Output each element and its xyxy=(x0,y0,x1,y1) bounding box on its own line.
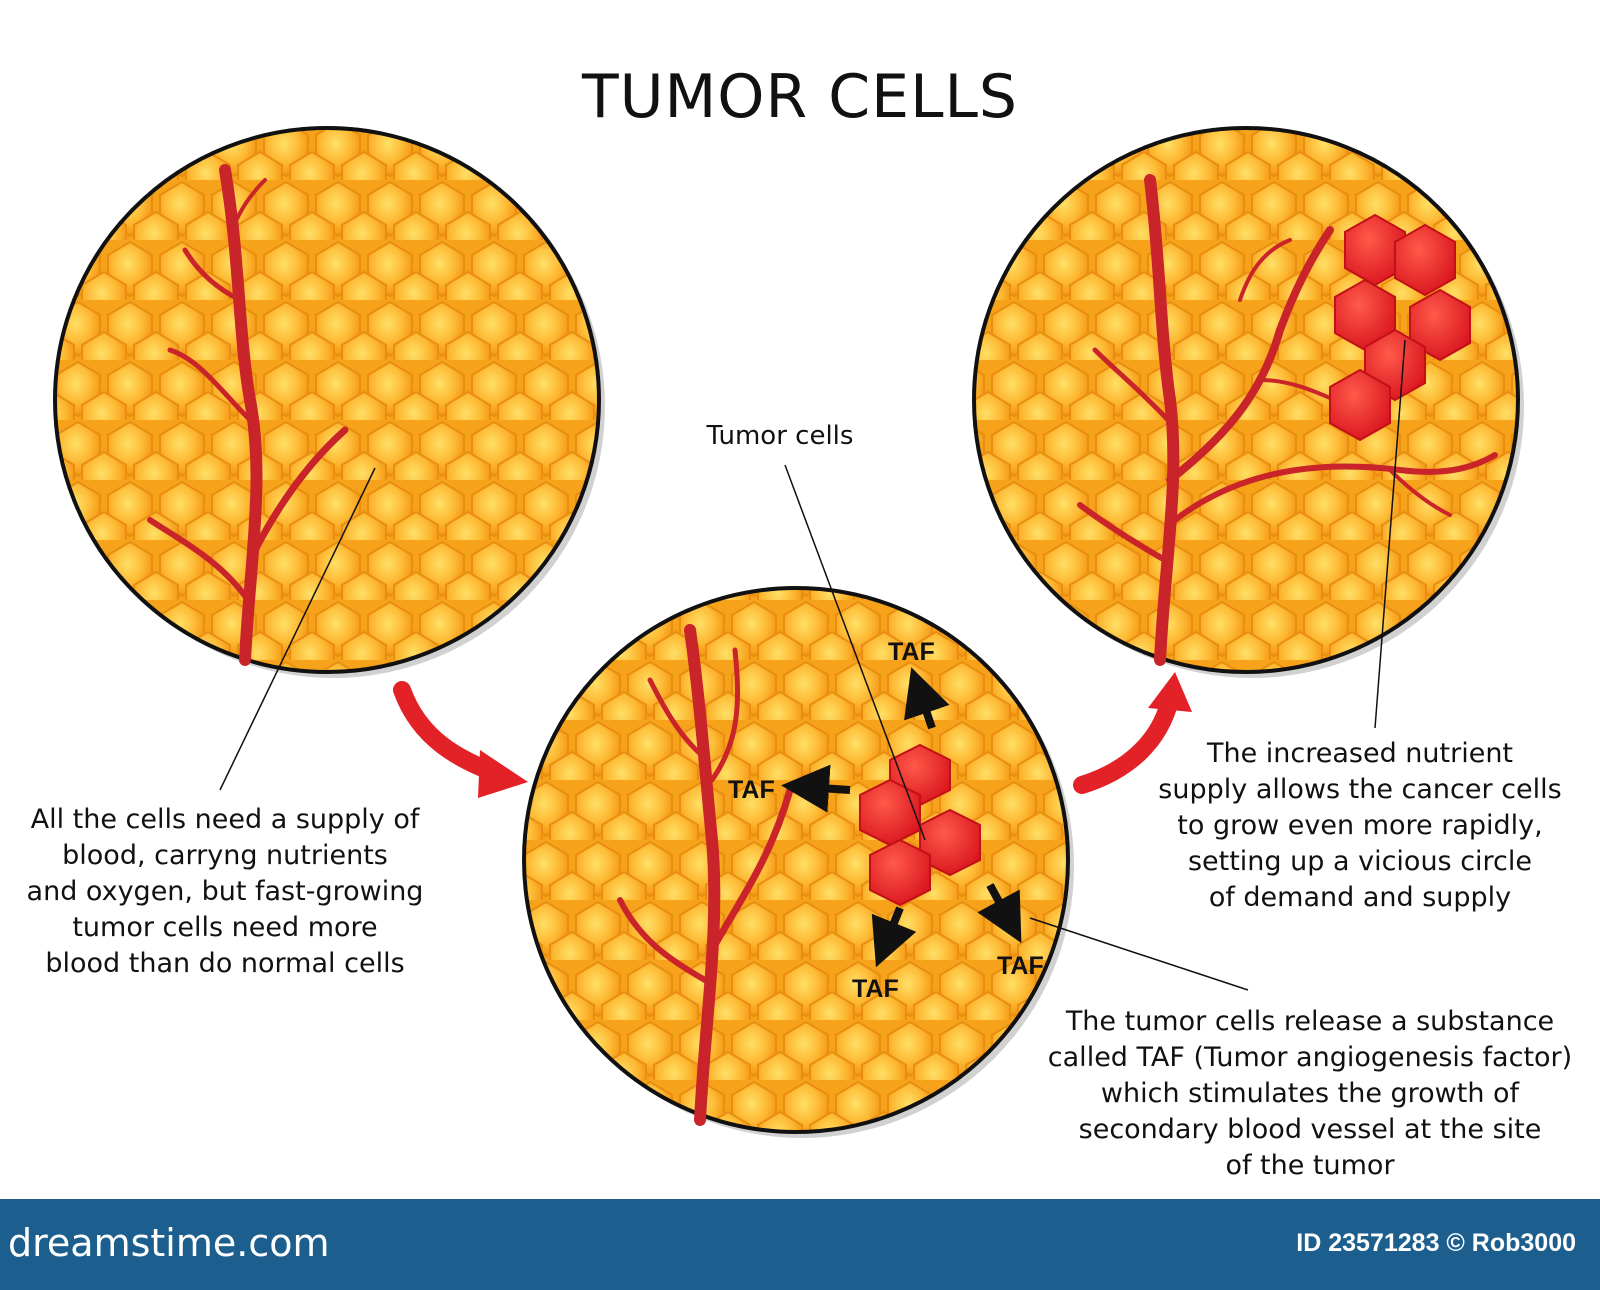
taf-label-left: TAF xyxy=(728,776,775,804)
page-title: TUMOR CELLS xyxy=(581,62,1019,132)
blood-vessel-left xyxy=(147,164,349,666)
footer-logo[interactable]: dreamstime.com xyxy=(8,1221,330,1265)
footer-image-id: ID 23571283 © Rob3000 xyxy=(1296,1229,1576,1257)
arrow-middle-to-right xyxy=(1073,672,1192,794)
tumor-cluster-large xyxy=(1329,213,1471,442)
circle-tumor-growth xyxy=(972,126,1524,678)
leader-tumor-cells xyxy=(784,464,926,841)
taf-label-bottom-right: TAF xyxy=(997,952,1044,980)
taf-label-bottom-left: TAF xyxy=(852,975,899,1003)
taf-arrow-left xyxy=(781,764,851,813)
leader-right xyxy=(1374,339,1406,729)
taf-arrow-down-left xyxy=(871,906,917,968)
circle-normal-cells xyxy=(53,126,605,678)
blood-vessel-middle xyxy=(617,624,794,1126)
caption-taf-release: The tumor cells release a substance call… xyxy=(1047,1006,1573,1181)
tumor-cluster-small xyxy=(859,743,981,907)
caption-blood-supply: All the cells need a supply of blood, ca… xyxy=(26,804,424,979)
circle-tumor-taf xyxy=(522,586,1074,1138)
leader-left xyxy=(219,467,376,791)
leader-bottom xyxy=(1029,917,1249,991)
taf-arrow-up xyxy=(904,667,950,730)
blood-vessel-right xyxy=(1077,174,1498,666)
taf-arrow-down-right xyxy=(977,883,1022,944)
label-tumor-cells: Tumor cells xyxy=(706,421,854,451)
taf-label-top: TAF xyxy=(888,638,935,666)
leader-lines xyxy=(219,339,1406,991)
footer-bar: dreamstime.com ID 23571283 © Rob3000 xyxy=(0,1199,1600,1290)
caption-vicious-circle: The increased nutrient supply allows the… xyxy=(1158,738,1562,913)
taf-arrows xyxy=(781,667,1022,968)
arrow-left-to-middle xyxy=(393,681,528,798)
